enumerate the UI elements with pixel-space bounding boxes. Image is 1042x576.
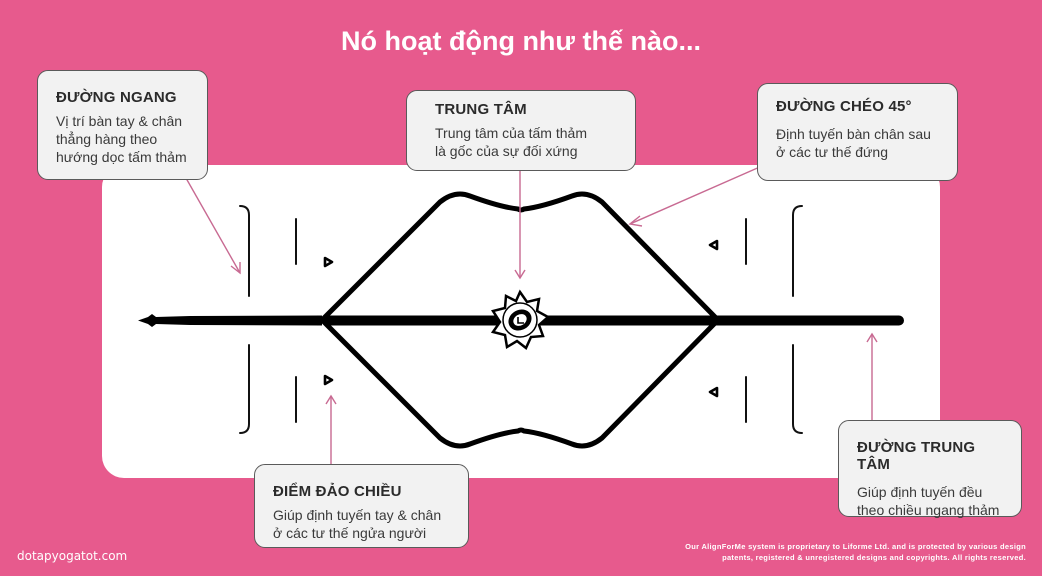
callout-text: theo chiều ngang thảm (857, 502, 1000, 518)
left-brackets (239, 205, 297, 434)
triangle-markers (323, 239, 719, 398)
center-line (138, 314, 904, 327)
callout-text: Giúp định tuyến đều (857, 484, 983, 500)
copyright-line: Our AlignForMe system is proprietary to … (685, 542, 1026, 551)
callout-horizontal-lines: ĐƯỜNG NGANG Vị trí bàn tay & chân thẳng … (37, 70, 208, 180)
callout-text: Giúp định tuyến tay & chân (273, 507, 442, 523)
pointer-arrows (177, 163, 878, 464)
callout-center: TRUNG TÂM Trung tâm của tấm thảm là gốc … (406, 90, 636, 171)
callout-text: ở các tư thế đứng (776, 144, 888, 160)
right-brackets (745, 205, 803, 434)
callout-text: là gốc của sự đối xứng (435, 143, 578, 159)
callout-reverse-point: ĐIỂM ĐẢO CHIỀU Giúp định tuyến tay & châ… (254, 464, 469, 548)
copyright-line: patents, registered & unregistered desig… (722, 553, 1026, 562)
callout-text: hướng dọc tấm thảm (56, 149, 187, 165)
callout-center-line: ĐƯỜNG TRUNG TÂM Giúp định tuyến đều theo… (838, 420, 1022, 518)
callout-text: ở các tư thế ngửa người (273, 525, 427, 541)
callout-text: Định tuyến bàn chân sau (776, 126, 931, 142)
callout-heading: ĐIỂM ĐẢO CHIỀU (273, 483, 402, 500)
center-lotus-icon (490, 289, 551, 350)
copyright-notice: Our AlignForMe system is proprietary to … (606, 541, 1026, 563)
diagonal-shape (319, 191, 721, 449)
page-title: Nó hoạt động như thế nào... (340, 26, 701, 56)
callout-heading: ĐƯỜNG NGANG (56, 89, 177, 106)
callout-text: thẳng hàng theo (56, 131, 158, 147)
callout-diagonal-45: ĐƯỜNG CHÉO 45° Định tuyến bàn chân sau ở… (757, 83, 958, 181)
callout-heading: TRUNG TÂM (435, 101, 527, 118)
callout-heading: ĐƯỜNG TRUNG TÂM (857, 439, 976, 473)
callout-text: Vị trí bàn tay & chân (56, 113, 183, 129)
website-label: dotapyogatot.com (17, 549, 128, 563)
callout-heading: ĐƯỜNG CHÉO 45° (776, 98, 912, 115)
callout-text: Trung tâm của tấm thảm (435, 125, 587, 141)
